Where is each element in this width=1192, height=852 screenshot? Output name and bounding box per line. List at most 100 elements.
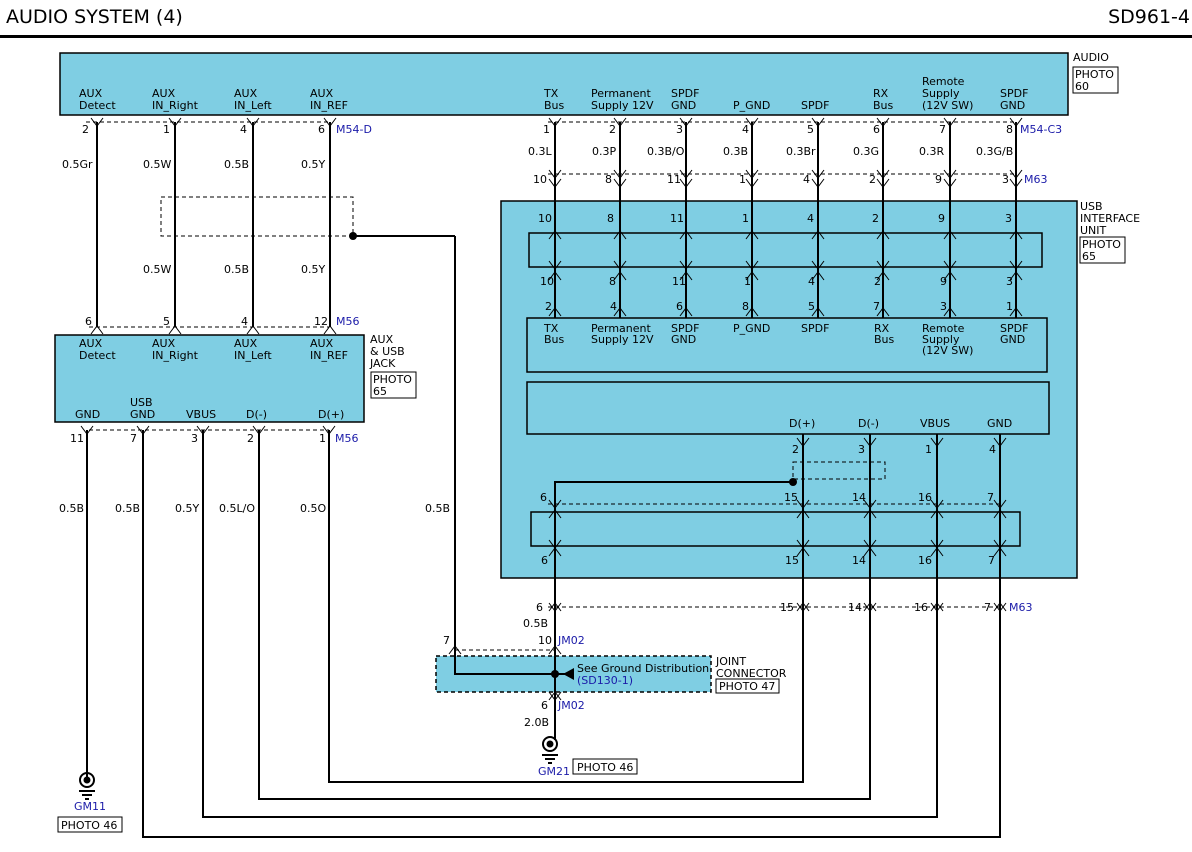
pin-number: 5: [808, 300, 815, 313]
wire-color-label: 0.5B: [523, 617, 548, 630]
audio-photo-label: PHOTO: [1075, 68, 1114, 81]
audio-pin-label: P_GND: [733, 99, 770, 112]
usb-shield-splice-dot: [789, 478, 797, 486]
wire-color-label: 0.5B: [224, 158, 249, 171]
jack-pin-label: IN_Right: [152, 349, 199, 362]
pin-number: 6: [540, 491, 547, 504]
pin-number: 5: [163, 315, 170, 328]
pin-number: 14: [848, 601, 862, 614]
pin-number: 7: [130, 432, 137, 445]
audio-pin-label: SPDF: [671, 87, 699, 100]
joint-labels: 0.5B 0.5B 10 JM02 7 See Ground Distribut…: [425, 502, 787, 729]
ground-photo: PHOTO 46: [577, 761, 633, 774]
joint-photo: PHOTO 47: [719, 680, 775, 693]
pin-number: 1: [163, 123, 170, 136]
wiring-diagram: AUDIO PHOTO 60 AUX Detect AUX IN_Right A…: [54, 51, 1140, 838]
audio-pin-label: AUX: [152, 87, 176, 100]
connector-id: JM02: [557, 699, 585, 712]
audio-pin-numbers: 2 1 4 6 M54-D 1 2 3 4 5 6 7 8 M54-C3: [82, 123, 1062, 136]
connector-id: JM02: [557, 634, 585, 647]
usb-unit-inner-connector-bottom: [530, 511, 1021, 547]
wire-color-label: 0.5B: [224, 263, 249, 276]
usb-unit-name: INTERFACE: [1080, 212, 1140, 225]
pin-number: 3: [1002, 173, 1009, 186]
pin-number: 1: [1006, 300, 1013, 313]
audio-pin-label: AUX: [310, 87, 334, 100]
audio-unit-box: [59, 52, 1069, 116]
pin-number: 4: [610, 300, 617, 313]
jack-pin-label: AUX: [79, 337, 103, 350]
usb-photo-number: 65: [1082, 250, 1096, 263]
audio-pin-label: AUX: [234, 87, 258, 100]
pin-number: 14: [852, 491, 866, 504]
pin-number: 4: [808, 275, 815, 288]
pin-number: 7: [939, 123, 946, 136]
pin-number: 3: [858, 443, 865, 456]
pin-number: 2: [792, 443, 799, 456]
pin-number: 4: [989, 443, 996, 456]
usb-unit-pin-label: Remote: [922, 322, 965, 335]
pin-number: 6: [536, 601, 543, 614]
pin-number: 3: [676, 123, 683, 136]
connector-id: M54-D: [336, 123, 372, 136]
wire-color-label: 0.3B/O: [647, 145, 685, 158]
audio-pin-label: Supply: [922, 87, 960, 100]
pin-number: 3: [1005, 212, 1012, 225]
pin-number: 5: [807, 123, 814, 136]
pin-number: 6: [541, 699, 548, 712]
audio-unit-name: AUDIO: [1073, 51, 1109, 64]
pin-number: 4: [241, 315, 248, 328]
pin-number: 2: [82, 123, 89, 136]
wire-color-label: 0.5W: [143, 158, 171, 171]
usb-unit-pin-label: Bus: [874, 333, 895, 346]
connector-outlines: [86, 121, 1016, 651]
connector-id: M56: [335, 432, 359, 445]
audio-pin-label: Bus: [544, 99, 565, 112]
usb-unit-pin-label: P_GND: [733, 322, 770, 335]
usb-photo-label: PHOTO: [1082, 238, 1121, 251]
usb-signal-label: D(+): [789, 417, 815, 430]
pin-number: 4: [807, 212, 814, 225]
jack-pin-label: AUX: [234, 337, 258, 350]
usb-unit-pin-label: SPDF: [1000, 322, 1028, 335]
usb-signal-label: VBUS: [920, 417, 950, 430]
pin-number: 8: [607, 212, 614, 225]
jack-pin-label: IN_REF: [310, 349, 348, 362]
joint-splice-dot: [551, 670, 559, 678]
audio-pin-label: IN_REF: [310, 99, 348, 112]
jack-pin-label: GND: [130, 408, 155, 421]
pin-number: 14: [852, 554, 866, 567]
pin-number: 2: [545, 300, 552, 313]
connector-id: M63: [1024, 173, 1048, 186]
connector-id: M54-C3: [1020, 123, 1062, 136]
usb-signal-label: D(-): [858, 417, 879, 430]
audio-pin-label: Detect: [79, 99, 116, 112]
jack-pin-label: AUX: [152, 337, 176, 350]
audio-pin-label: Bus: [873, 99, 894, 112]
audio-pin-label: AUX: [79, 87, 103, 100]
joint-note: See Ground Distribution: [577, 662, 709, 675]
pin-number: 2: [247, 432, 254, 445]
jack-photo-label: PHOTO: [373, 373, 412, 386]
ground-name: GM11: [74, 800, 106, 813]
pin-number: 7: [988, 554, 995, 567]
aux-usb-jack-box: [54, 334, 365, 423]
pin-number: 11: [672, 275, 686, 288]
pin-number: 15: [780, 601, 794, 614]
connector-id: M63: [1009, 601, 1033, 614]
pin-number: 4: [742, 123, 749, 136]
pin-number: 8: [742, 300, 749, 313]
wire-color-label: 0.5W: [143, 263, 171, 276]
wire-color-label: 0.3Br: [786, 145, 816, 158]
pin-number: 7: [873, 300, 880, 313]
pin-number: 10: [533, 173, 547, 186]
audio-pin-label: Remote: [922, 75, 965, 88]
audio-photo-number: 60: [1075, 80, 1089, 93]
diagram-code: SD961-4: [1108, 6, 1190, 28]
audio-pin-label: IN_Right: [152, 99, 199, 112]
jack-pin-label: D(+): [318, 408, 344, 421]
jack-pin-label: Detect: [79, 349, 116, 362]
pin-number: 9: [935, 173, 942, 186]
jack-pin-label: IN_Left: [234, 349, 272, 362]
usb-unit-usb-box: [526, 381, 1050, 435]
